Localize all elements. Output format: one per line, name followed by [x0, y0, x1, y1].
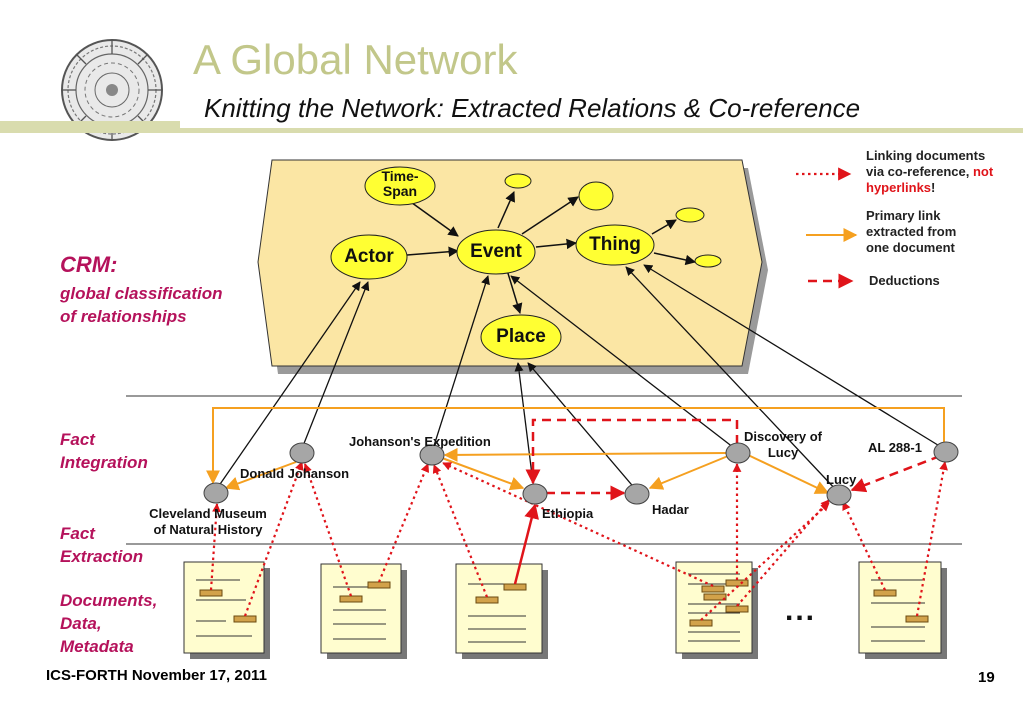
fact-integration-label: Fact Integration	[60, 430, 148, 472]
discovery-label: Discovery of Lucy	[743, 429, 823, 460]
header-strip-left	[0, 121, 180, 133]
fact-node-al288	[933, 441, 959, 463]
fact-node-discovery	[725, 442, 751, 464]
actor-node	[330, 234, 408, 280]
johansons-expedition-label: Johanson's Expedition	[349, 434, 491, 449]
small-node-c	[675, 207, 705, 223]
header-strip-right	[180, 128, 1023, 133]
legend-primary-link: Primary link extracted from one document	[866, 208, 957, 255]
cleveland-museum-label: Cleveland Museum of Natural History	[149, 506, 267, 537]
fact-node-cleveland	[203, 482, 229, 504]
event-node	[456, 229, 536, 275]
document-1	[183, 561, 265, 654]
al288-label: AL 288-1	[868, 440, 922, 455]
small-node-a	[504, 173, 532, 189]
thing-node	[575, 224, 655, 266]
documents-label: Documents, Data, Metadata	[60, 591, 158, 656]
donald-johanson-label: Donald Johanson	[240, 466, 350, 481]
fact-node-donald	[289, 442, 315, 464]
fact-node-lucy	[826, 484, 852, 506]
fact-node-expedition	[419, 444, 445, 466]
crm-heading: CRM:	[60, 252, 118, 277]
slide-title: A Global Network	[193, 36, 518, 83]
document-5	[858, 561, 942, 654]
fact-node-hadar	[624, 483, 650, 505]
time-span-node	[364, 166, 436, 206]
document-2	[320, 563, 402, 654]
fact-extraction-label: Fact Extraction	[60, 524, 144, 566]
fact-node-ethiopia	[522, 483, 548, 505]
small-node-d	[694, 254, 722, 268]
page-number: 19	[978, 669, 995, 686]
slide-subtitle: Knitting the Network: Extracted Relation…	[204, 93, 861, 123]
place-node	[480, 314, 562, 360]
event-label: Event	[470, 241, 522, 262]
lucy-label: Lucy	[826, 472, 857, 487]
actor-label: Actor	[344, 246, 394, 267]
legend-graphics	[796, 167, 858, 289]
time-span-label: Time- Span	[381, 168, 419, 199]
legend-deductions: Deductions	[869, 273, 940, 288]
thing-label: Thing	[589, 234, 641, 255]
documents	[183, 561, 947, 659]
ethiopia-label: Ethiopia	[542, 506, 594, 521]
hadar-label: Hadar	[652, 502, 689, 517]
document-3	[455, 563, 543, 654]
crm-description: global classification of relationships	[60, 284, 223, 326]
legend-coreference: Linking documents via co-reference, not …	[866, 148, 994, 195]
footer-text: ICS-FORTH November 17, 2011	[46, 667, 267, 684]
place-label: Place	[496, 326, 546, 347]
small-node-b	[578, 181, 614, 211]
more-documents-ellipsis: ...	[785, 594, 817, 627]
